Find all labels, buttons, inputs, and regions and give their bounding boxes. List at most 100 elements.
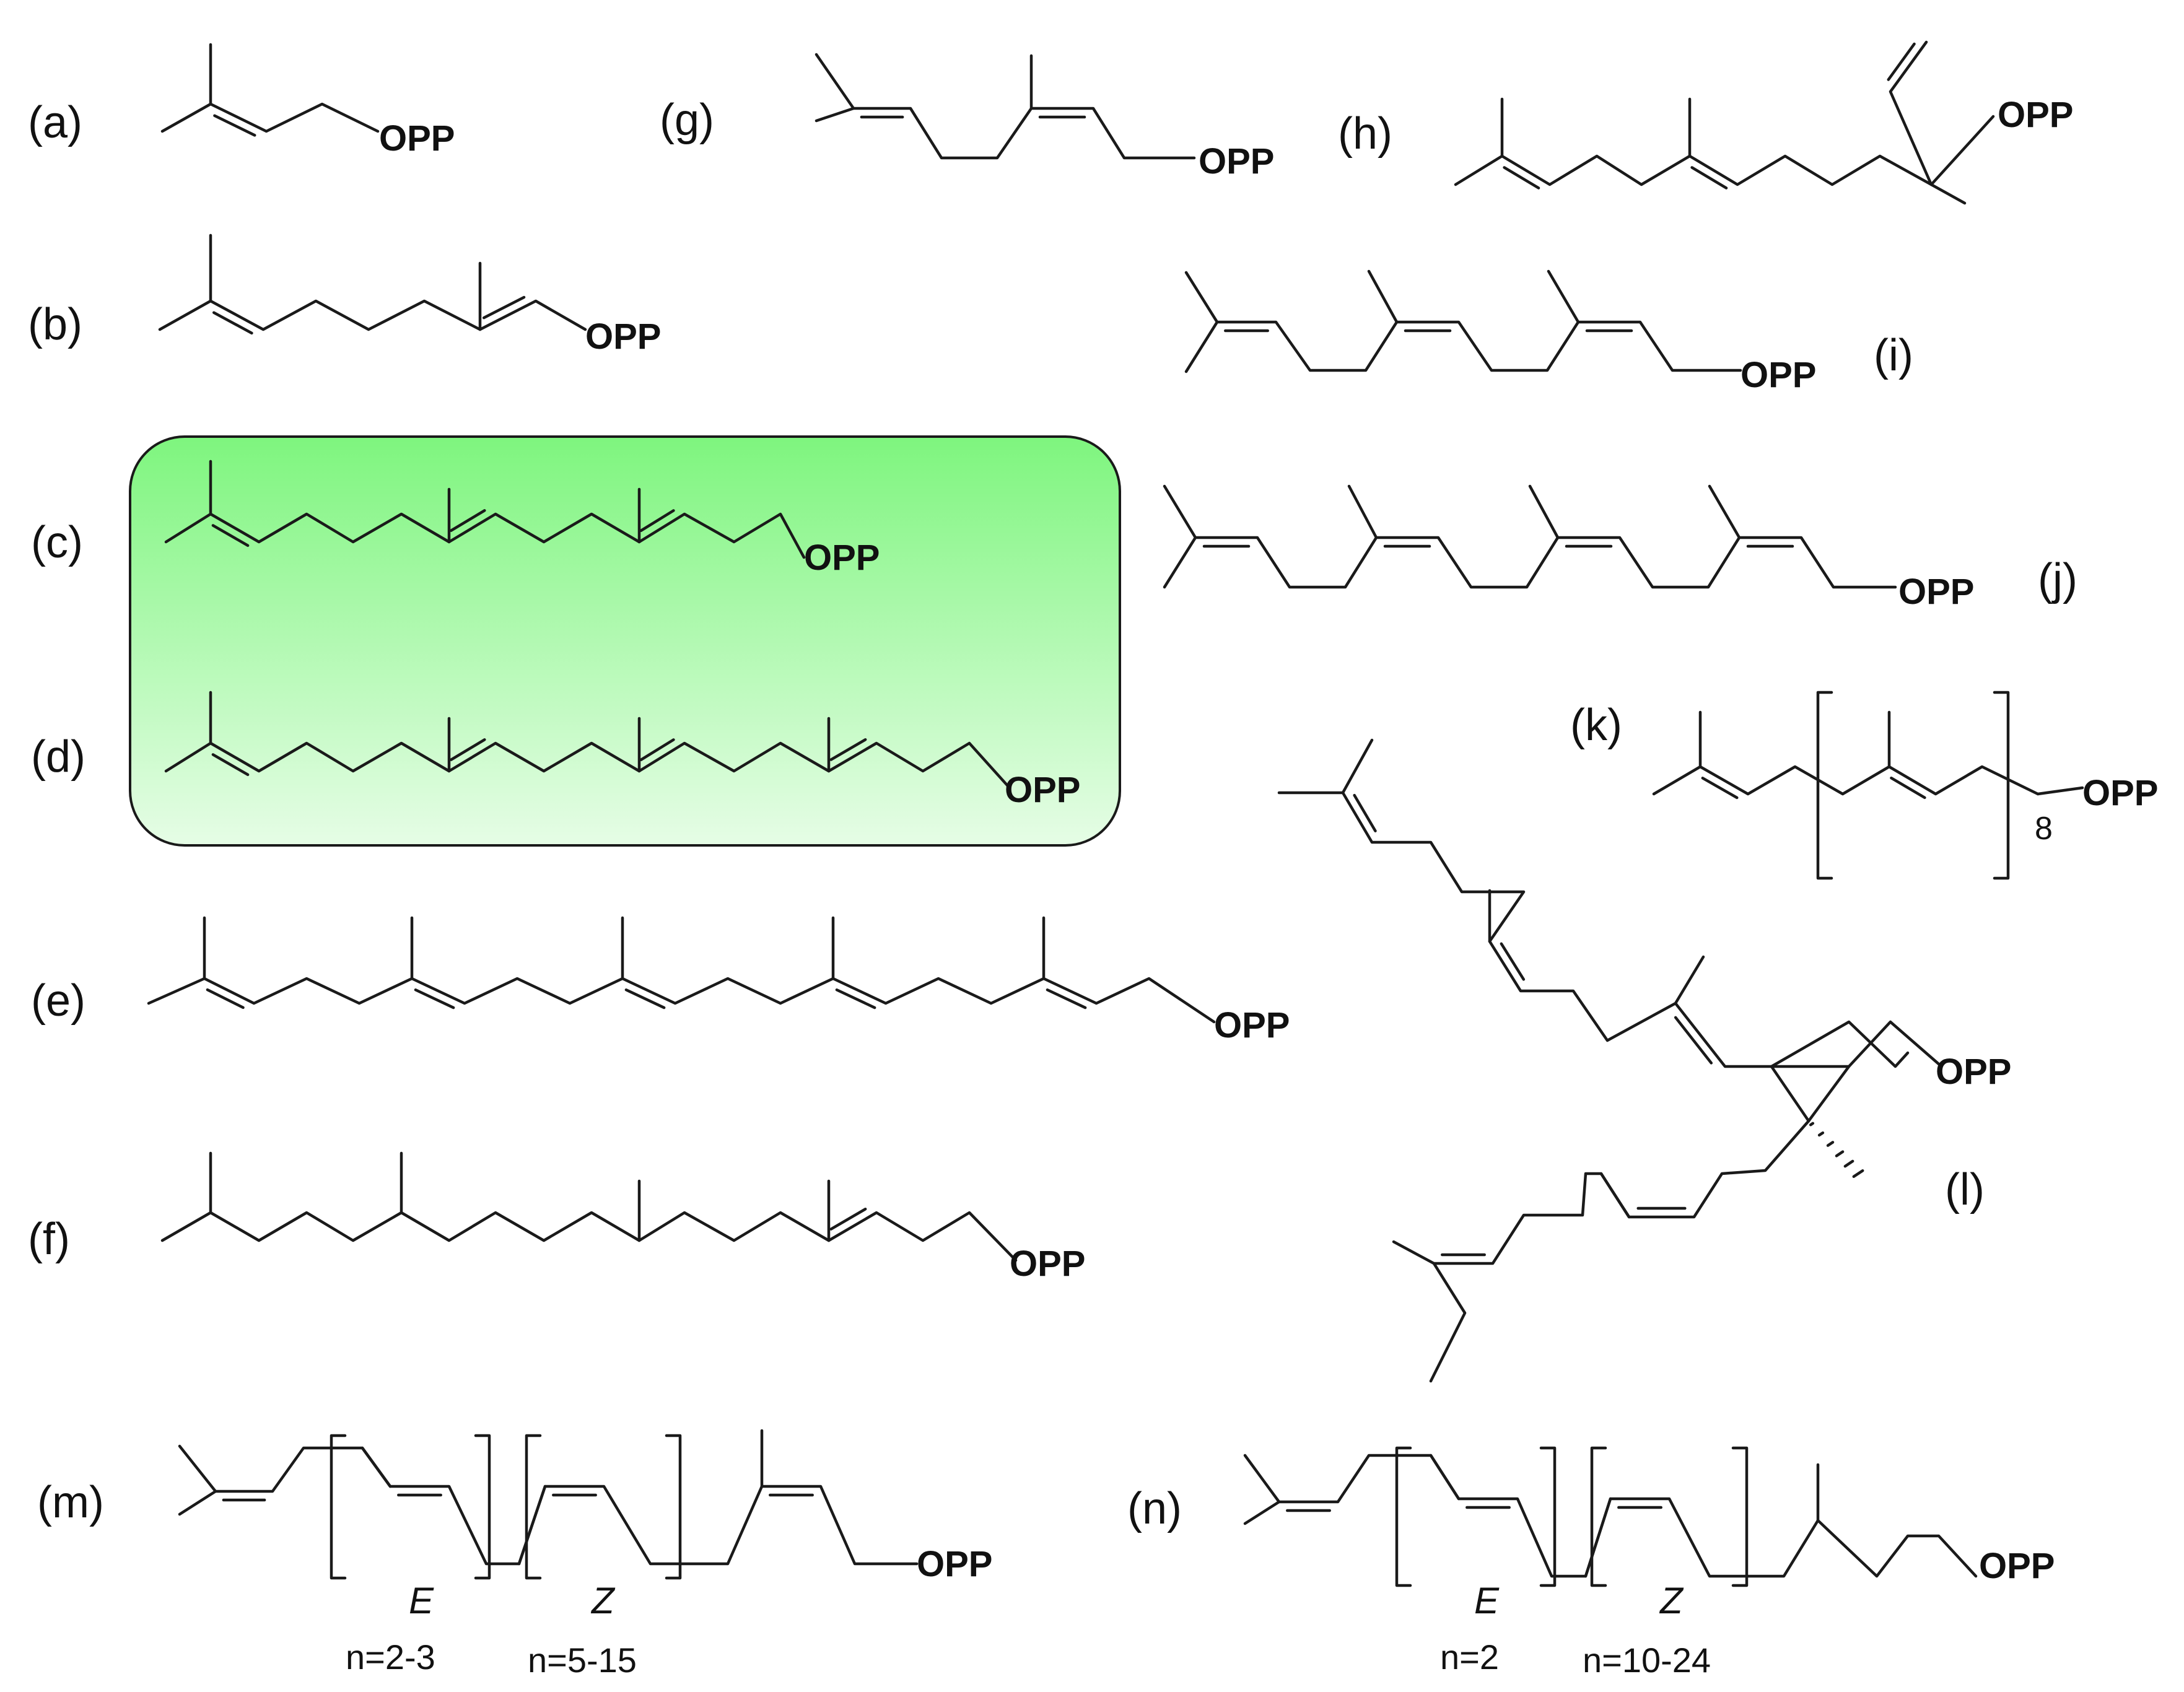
dbond-l1 bbox=[1353, 793, 1377, 832]
methyl-n1 bbox=[1243, 1454, 1281, 1504]
chain-j bbox=[1163, 536, 1897, 589]
label-h: (h) bbox=[1338, 109, 1392, 159]
chain-g bbox=[815, 107, 1196, 160]
opp-n: OPP bbox=[1979, 1546, 2055, 1586]
label-d: (d) bbox=[31, 732, 85, 782]
opp-g: OPP bbox=[1199, 141, 1275, 181]
chain-c bbox=[164, 512, 806, 559]
label-k: (k) bbox=[1570, 700, 1622, 750]
chain-i bbox=[1184, 320, 1742, 373]
hash-l-3 bbox=[1835, 1150, 1845, 1158]
n-e-count: n=2 bbox=[1440, 1637, 1499, 1677]
bracket-m1-left bbox=[330, 1434, 347, 1580]
methyl-l3 bbox=[1599, 1172, 1631, 1219]
methyl-i1 bbox=[1184, 271, 1219, 324]
bracket-n2-left bbox=[1590, 1446, 1607, 1587]
chain-a bbox=[160, 102, 380, 133]
label-l: (l) bbox=[1945, 1165, 1985, 1214]
opp-l: OPP bbox=[1936, 1052, 2012, 1092]
chain-d bbox=[164, 741, 1010, 788]
dbond-d1 bbox=[211, 753, 250, 777]
label-g: (g) bbox=[660, 95, 714, 145]
dbond-e1 bbox=[206, 988, 245, 1010]
label-j: (j) bbox=[2038, 555, 2077, 604]
bracket-m2-right bbox=[665, 1434, 682, 1580]
m-z-count: n=5-15 bbox=[528, 1641, 637, 1680]
opp-bond-h bbox=[1929, 115, 1995, 186]
hash-l-2 bbox=[1826, 1141, 1835, 1147]
dbond-e4 bbox=[835, 988, 876, 1010]
bond-lines bbox=[147, 40, 2084, 1587]
chain-n bbox=[1243, 1454, 1978, 1578]
bracket-n1-left bbox=[1395, 1446, 1412, 1587]
dbond-d4 bbox=[829, 738, 867, 761]
bracket-k-left bbox=[1816, 691, 1833, 880]
chain-h bbox=[1454, 154, 1967, 205]
opp-bond-k bbox=[2036, 786, 2084, 796]
methyl-n2 bbox=[1429, 1454, 1461, 1501]
dbond-k2 bbox=[1890, 776, 1926, 800]
chain-m bbox=[178, 1446, 919, 1566]
dbond-e5 bbox=[1046, 988, 1087, 1010]
methyl-j2 bbox=[1347, 484, 1378, 539]
bracket-m2-left bbox=[525, 1434, 542, 1580]
methyl-i3 bbox=[1547, 269, 1580, 324]
bracket-n1-right bbox=[1539, 1446, 1557, 1587]
opp-i: OPP bbox=[1741, 355, 1817, 395]
methyl-j1 bbox=[1163, 484, 1197, 539]
dbond-l3 bbox=[1674, 1016, 1713, 1065]
chain-l-top bbox=[1341, 791, 1910, 1068]
dbond-h3 bbox=[1887, 42, 1916, 81]
opp-k: OPP bbox=[2082, 773, 2159, 813]
opp-j: OPP bbox=[1898, 572, 1975, 612]
methyl-j3 bbox=[1528, 484, 1560, 539]
methyl-g1 bbox=[815, 53, 855, 110]
dbond-b2 bbox=[482, 295, 526, 320]
dbond-f1 bbox=[829, 1207, 867, 1231]
dbond-e2 bbox=[414, 988, 455, 1010]
ch2-l bbox=[1847, 1020, 1941, 1068]
hash-l-0 bbox=[1809, 1122, 1815, 1127]
opp-f: OPP bbox=[1010, 1244, 1086, 1284]
bracket-n2-right bbox=[1731, 1446, 1749, 1587]
opp-a: OPP bbox=[379, 118, 455, 159]
dbond-c3 bbox=[639, 509, 675, 533]
m-e-label: E bbox=[409, 1580, 434, 1621]
chain-k bbox=[1652, 765, 2040, 796]
dbond-b1 bbox=[212, 311, 253, 335]
highlight-box bbox=[129, 435, 1121, 847]
dbond-d3 bbox=[639, 738, 675, 762]
label-m: (m) bbox=[37, 1478, 104, 1527]
dbond-d2 bbox=[450, 738, 486, 761]
opp-b: OPP bbox=[585, 316, 662, 357]
n-z-label: Z bbox=[1659, 1580, 1684, 1621]
label-c: (c) bbox=[31, 518, 83, 567]
dbond-h2 bbox=[1690, 166, 1728, 190]
chain-e bbox=[147, 977, 1216, 1024]
methyl-m3 bbox=[517, 1485, 547, 1566]
methyl-l4 bbox=[1392, 1240, 1436, 1265]
methyl-m1 bbox=[178, 1444, 217, 1493]
label-b: (b) bbox=[28, 300, 82, 349]
m-e-count: n=2-3 bbox=[346, 1637, 435, 1677]
methyl-i2 bbox=[1367, 269, 1399, 324]
opp-c: OPP bbox=[804, 538, 880, 578]
dbond-k1 bbox=[1701, 777, 1739, 800]
chain-l-bottom bbox=[1429, 1119, 1811, 1383]
methyl-j4 bbox=[1708, 484, 1741, 539]
dbond-c2 bbox=[450, 509, 486, 532]
methyl-n3 bbox=[1584, 1497, 1612, 1578]
label-a: (a) bbox=[28, 98, 82, 147]
vinyl-h bbox=[1889, 40, 1933, 186]
opp-m: OPP bbox=[917, 1544, 993, 1584]
k-repeat-count: 8 bbox=[2035, 811, 2053, 847]
dbond-l2 bbox=[1500, 942, 1526, 981]
dbond-h1 bbox=[1503, 166, 1540, 190]
label-i: (i) bbox=[1874, 331, 1913, 380]
n-e-label: E bbox=[1474, 1580, 1500, 1621]
label-n: (n) bbox=[1127, 1484, 1182, 1533]
l-top-methyl bbox=[1341, 738, 1374, 795]
hash-l-1 bbox=[1817, 1131, 1825, 1137]
bracket-k-right bbox=[1993, 691, 2010, 880]
